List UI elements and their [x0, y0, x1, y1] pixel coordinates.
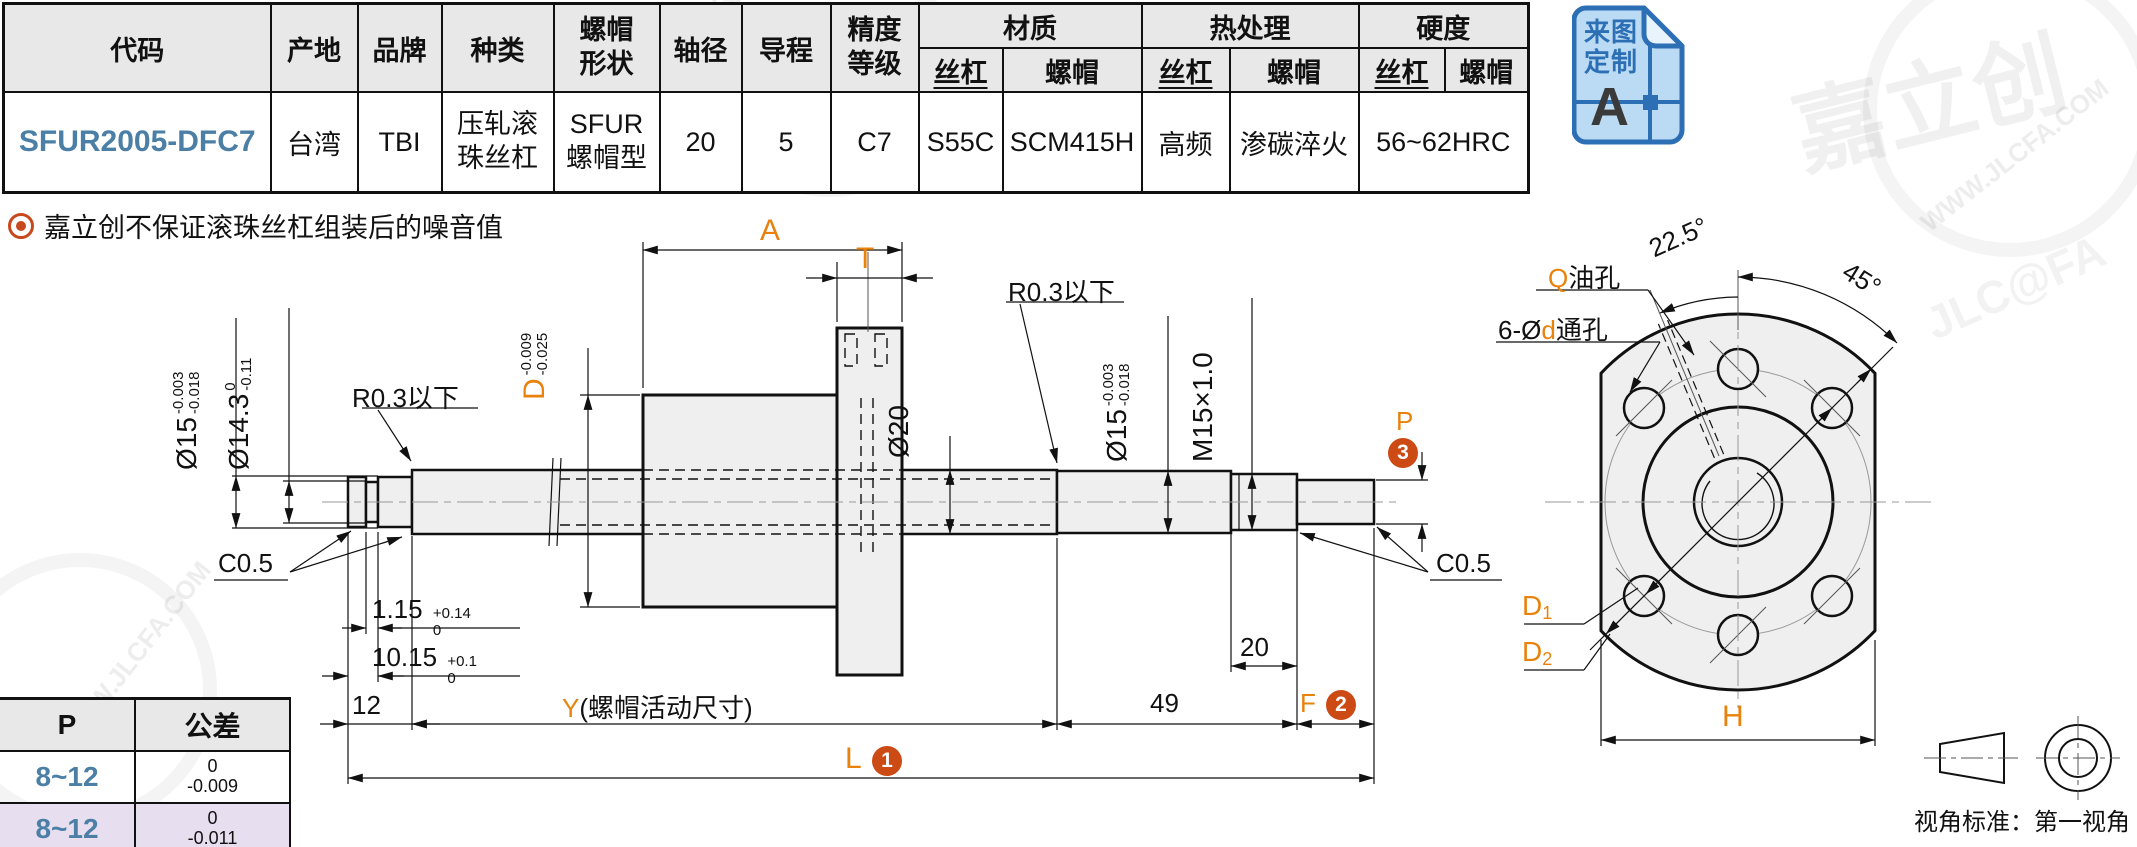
- col-hardness: 硬度: [1357, 2, 1530, 49]
- dim-journal-diameter: Ø15 -0.003-0.018: [1099, 363, 1134, 462]
- table-row: 8~12 0-0.009: [0, 750, 291, 804]
- spec-table: 代码 产地 品牌 种类 螺帽形状 轴径 导程 精度等级 材质 热处理 硬度 丝杠…: [2, 2, 1530, 194]
- cell-origin: 台湾: [269, 91, 359, 194]
- col-origin: 产地: [269, 2, 359, 93]
- document-icon: [1572, 5, 1685, 145]
- tolerance-value: 0-0.009: [135, 750, 291, 804]
- cell-material-screw: S55C: [917, 91, 1004, 194]
- table-row: SFUR2005-DFC7 台湾 TBI 压轧滚珠丝杠 SFUR螺帽型 20 5…: [2, 91, 1530, 194]
- dim-D1: D1: [1522, 590, 1553, 623]
- cell-nut-shape: SFUR螺帽型: [552, 91, 661, 194]
- col-kind: 种类: [440, 2, 555, 93]
- cell-brand: TBI: [356, 91, 443, 194]
- cell-heat-screw: 高频: [1140, 91, 1231, 194]
- note-line: 嘉立创不保证滚珠丝杠组装后的噪音值: [8, 206, 503, 245]
- icon-letter-a: A: [1590, 77, 1629, 137]
- callout-3-badge: 3: [1388, 438, 1418, 468]
- dim-fillet-left: R0.3以下: [352, 383, 459, 413]
- dim-P: P: [1396, 406, 1414, 436]
- col-hardness-nut: 螺帽: [1443, 47, 1530, 93]
- dim-L: L: [845, 742, 862, 775]
- label-through-holes: 6-Ød通孔: [1498, 315, 1608, 345]
- dim-A: A: [760, 214, 781, 247]
- col-material: 材质: [917, 2, 1143, 49]
- callout-1-badge: 1: [872, 746, 902, 776]
- col-lead: 导程: [740, 2, 832, 93]
- dim-groove-diameter: Ø14.3 0-0.11: [221, 357, 256, 470]
- p-range[interactable]: 8~12: [0, 802, 136, 847]
- cell-precision: C7: [829, 91, 920, 194]
- dim-F: F: [1300, 688, 1316, 718]
- icon-text-line1: 来图: [1583, 17, 1638, 47]
- tolerance-value: 0-0.011: [135, 802, 291, 847]
- dim-thread-spec: M15×1.0: [1187, 352, 1218, 462]
- note-text: 嘉立创不保证滚珠丝杠组装后的噪音值: [44, 213, 503, 243]
- note-bullet-icon: [8, 212, 34, 239]
- label-oil-hole: Q油孔: [1548, 263, 1621, 293]
- col-brand: 品牌: [356, 2, 443, 93]
- col-heat-nut: 螺帽: [1228, 47, 1360, 93]
- dim-20: 20: [1240, 632, 1269, 662]
- icon-text-line2: 定制: [1583, 47, 1638, 77]
- col-precision: 精度等级: [829, 2, 920, 93]
- cell-kind: 压轧滚珠丝杠: [440, 91, 555, 194]
- tolerance-header: 公差: [135, 697, 291, 752]
- callout-2-badge: 2: [1326, 690, 1356, 720]
- dim-chamfer-left: C0.5: [218, 548, 273, 578]
- col-nut-shape: 螺帽形状: [552, 2, 661, 93]
- projection-caption: 视角标准：第一视角: [1914, 809, 2130, 836]
- col-heat-screw: 丝杠: [1140, 47, 1231, 93]
- p-tolerance-table: P 公差 8~12 0-0.009 8~12 0-0.011: [0, 697, 291, 847]
- cell-code[interactable]: SFUR2005-DFC7: [2, 91, 272, 194]
- custom-drawing-icon[interactable]: 来图 定制 A: [1572, 4, 1688, 146]
- dim-shaft-end-diameter: Ø15 -0.003-0.018: [169, 371, 204, 470]
- dim-screw-diameter: Ø20: [883, 405, 914, 458]
- cell-material-nut: SCM415H: [1001, 91, 1143, 194]
- col-hardness-screw: 丝杠: [1357, 47, 1446, 93]
- cell-hardness: 56~62HRC: [1357, 91, 1530, 194]
- dim-12: 12: [352, 690, 381, 720]
- dim-nut-diameter: D -0.009-0.025: [517, 332, 552, 400]
- col-material-screw: 丝杠: [917, 47, 1004, 93]
- dim-49: 49: [1150, 688, 1179, 718]
- table-row: 8~12 0-0.011: [0, 802, 291, 847]
- col-heat: 热处理: [1140, 2, 1360, 49]
- col-material-nut: 螺帽: [1001, 47, 1143, 93]
- dim-fillet-right: R0.3以下: [1008, 277, 1115, 307]
- dim-D2: D2: [1522, 636, 1553, 669]
- cell-heat-nut: 渗碳淬火: [1228, 91, 1360, 194]
- dim-Y-travel: Y(螺帽活动尺寸): [562, 693, 753, 723]
- p-header: P: [0, 697, 136, 752]
- col-shaft-dia: 轴径: [658, 2, 743, 93]
- dim-T: T: [856, 242, 875, 275]
- p-range[interactable]: 8~12: [0, 750, 136, 804]
- cell-shaft-dia: 20: [658, 91, 743, 194]
- cell-lead: 5: [740, 91, 832, 194]
- col-code: 代码: [2, 2, 272, 93]
- dim-H: H: [1722, 700, 1744, 733]
- dim-chamfer-right: C0.5: [1436, 548, 1491, 578]
